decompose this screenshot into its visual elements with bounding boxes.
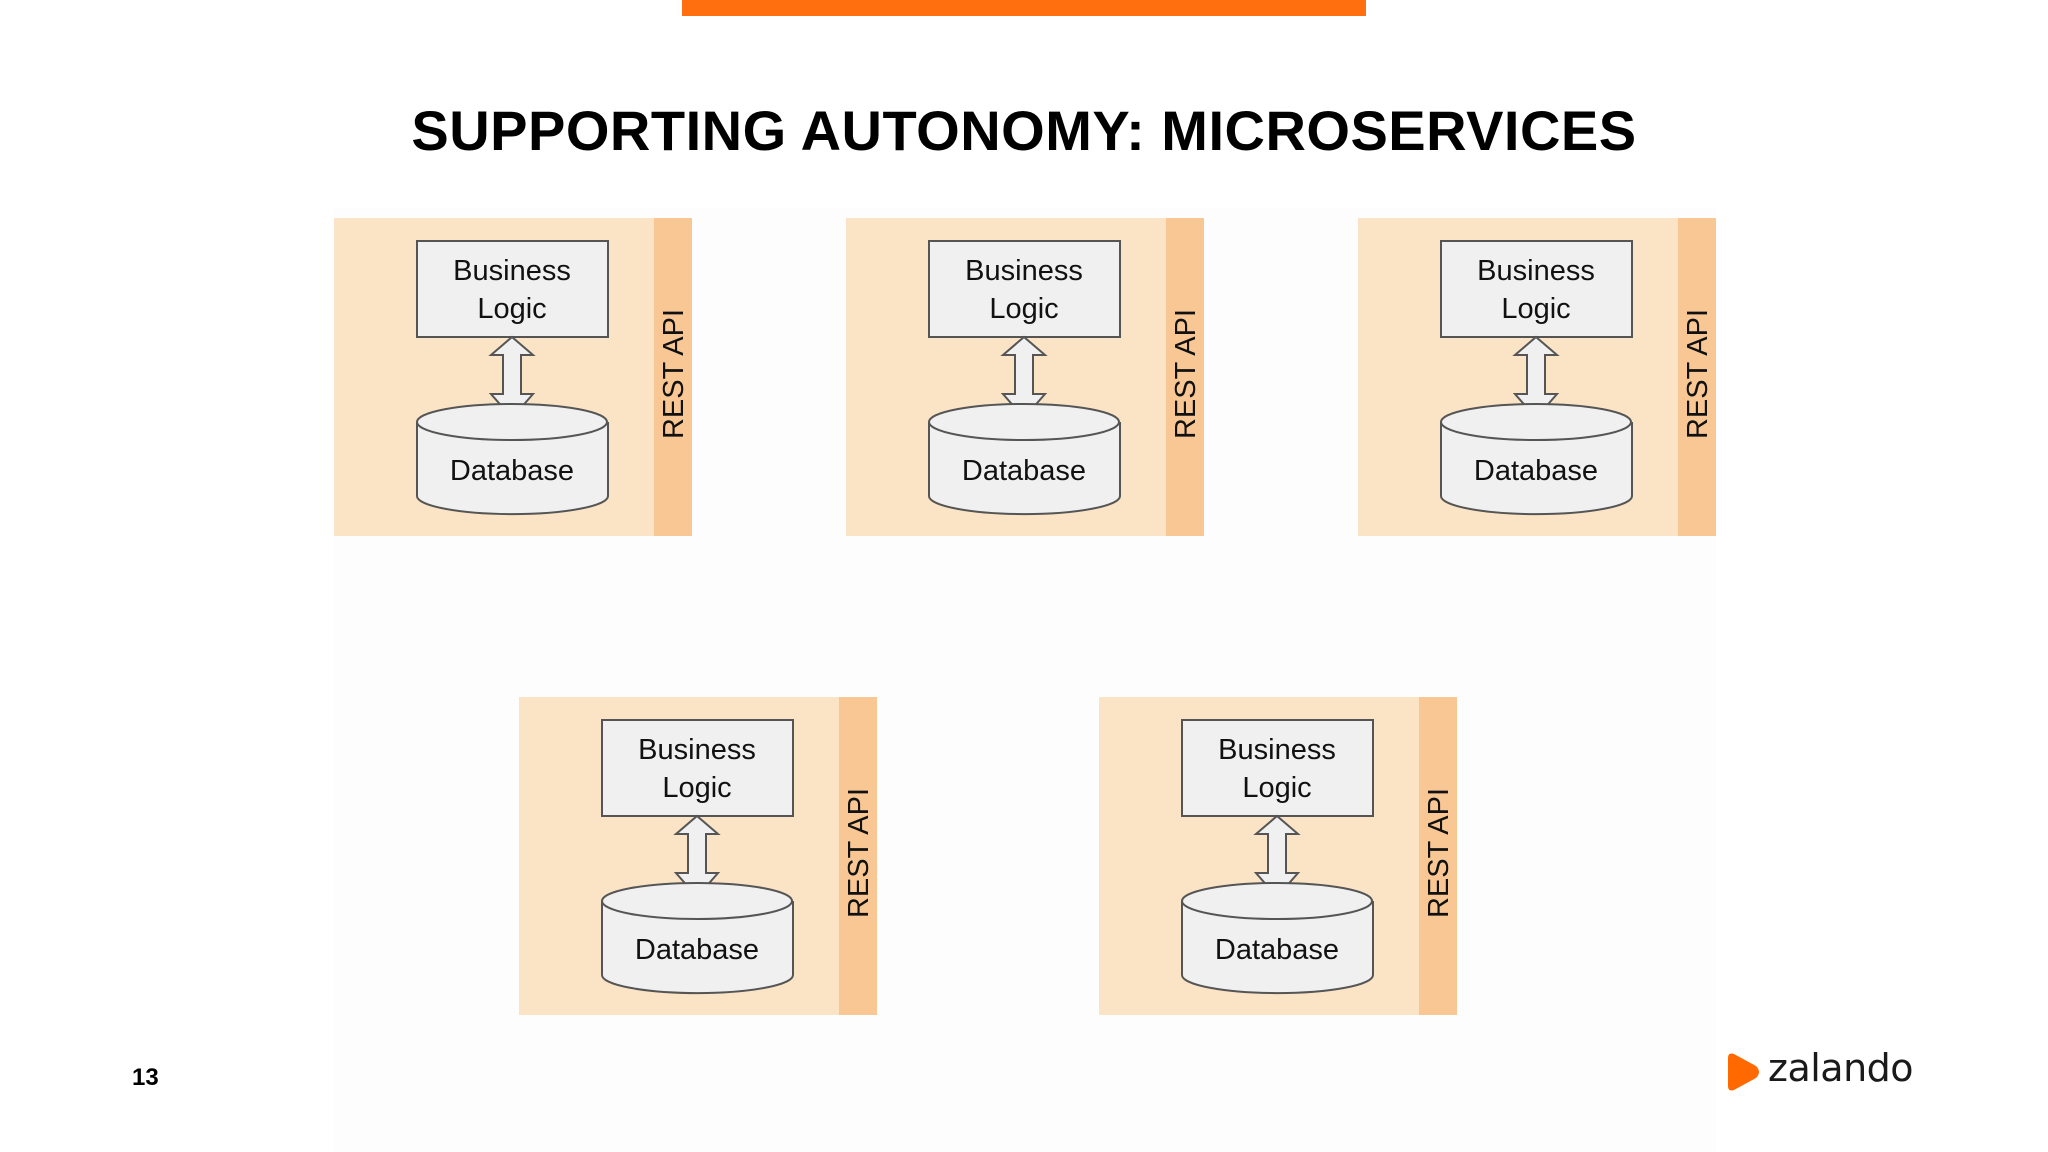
business-logic-label-line1: Business (1218, 734, 1336, 766)
rest-api-band (1419, 697, 1457, 1015)
business-logic-label-line1: Business (1477, 255, 1595, 287)
rest-api-label: REST API (1423, 788, 1455, 918)
database-cylinder-top (601, 882, 793, 920)
zalando-play-icon (1728, 1053, 1759, 1091)
page-number: 13 (132, 1064, 159, 1091)
rest-api-label: REST API (843, 788, 875, 918)
database-label: Database (1215, 934, 1339, 966)
database-cylinder-body (1440, 422, 1633, 516)
microservice-1: Business Logic Database REST API (334, 218, 692, 538)
business-logic-box (1181, 719, 1374, 817)
database-label: Database (1474, 455, 1598, 487)
business-logic-box (416, 240, 609, 338)
business-logic-box (928, 240, 1121, 338)
microservice-graphic: Business Logic Database REST API (519, 697, 877, 1015)
database-cylinder-top (1181, 882, 1373, 920)
microservice-4: Business Logic Database REST API (519, 697, 877, 1017)
business-logic-label-line2: Logic (477, 293, 546, 325)
database-cylinder-top (416, 403, 608, 441)
database-cylinder-top (1440, 403, 1632, 441)
business-logic-label-line2: Logic (662, 772, 731, 804)
rest-api-band (654, 218, 692, 536)
business-logic-label-line2: Logic (989, 293, 1058, 325)
database-cylinder-body (928, 422, 1121, 516)
rest-api-band (839, 697, 877, 1015)
microservice-2: Business Logic Database REST API (846, 218, 1204, 538)
microservice-3: Business Logic Database REST API (1358, 218, 1716, 538)
business-logic-label-line1: Business (453, 255, 571, 287)
logo-wordmark: zalando (1768, 1046, 1914, 1090)
database-cylinder-body (1181, 901, 1374, 995)
rest-api-band (1678, 218, 1716, 536)
microservice-graphic: Business Logic Database REST API (1099, 697, 1457, 1015)
database-cylinder-body (416, 422, 609, 516)
microservice-graphic: Business Logic Database REST API (846, 218, 1204, 536)
rest-api-label: REST API (658, 309, 690, 439)
business-logic-box (1440, 240, 1633, 338)
top-accent-bar (682, 0, 1366, 16)
rest-api-band (1166, 218, 1204, 536)
microservice-graphic: Business Logic Database REST API (1358, 218, 1716, 536)
microservice-5: Business Logic Database REST API (1099, 697, 1457, 1017)
business-logic-label-line2: Logic (1242, 772, 1311, 804)
database-label: Database (450, 455, 574, 487)
database-label: Database (962, 455, 1086, 487)
rest-api-label: REST API (1682, 309, 1714, 439)
business-logic-label-line1: Business (965, 255, 1083, 287)
zalando-logo: zalando (1722, 1046, 1922, 1096)
business-logic-label-line2: Logic (1501, 293, 1570, 325)
slide-title: SUPPORTING AUTONOMY: MICROSERVICES (411, 99, 1637, 162)
microservice-graphic: Business Logic Database REST API (334, 218, 692, 536)
database-cylinder-body (601, 901, 794, 995)
database-cylinder-top (928, 403, 1120, 441)
rest-api-label: REST API (1170, 309, 1202, 439)
business-logic-label-line1: Business (638, 734, 756, 766)
database-label: Database (635, 934, 759, 966)
business-logic-box (601, 719, 794, 817)
